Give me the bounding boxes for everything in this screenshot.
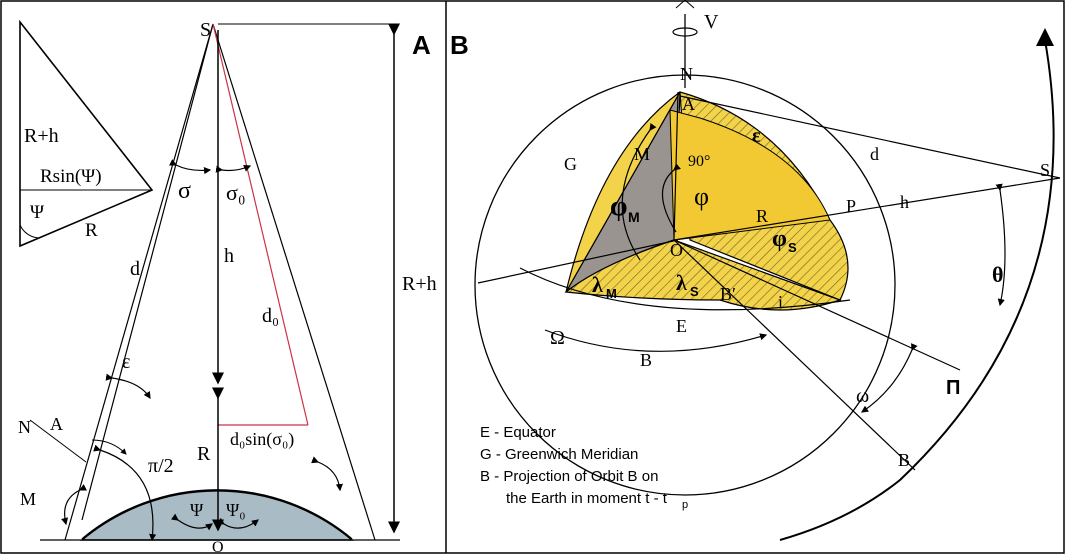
- inset-triangle: R+h Rsin(Ψ) Ψ R: [19, 19, 154, 248]
- label-lambdaS: λ: [676, 270, 687, 295]
- label-pi2: π/2: [148, 455, 174, 477]
- label-phiS: φ: [772, 226, 787, 252]
- label-lambdaS-sub: S: [690, 284, 699, 299]
- label-theta: θ: [992, 262, 1003, 287]
- legend-item-greenwich: G - Greenwich Meridian: [480, 446, 638, 463]
- inset-hyp-label: R+h: [24, 125, 59, 147]
- label-A: A: [682, 94, 695, 114]
- label-R-plus-h: R+h: [402, 273, 437, 295]
- equator-band: [564, 239, 842, 311]
- label-O: O: [670, 240, 683, 260]
- label-psi: Ψ: [190, 500, 204, 520]
- label-d: d: [870, 144, 879, 164]
- legend-item-moment-sub: p: [682, 499, 688, 511]
- label-B2: B: [898, 450, 910, 470]
- label-epsilon: ε: [752, 125, 761, 147]
- label-N: N: [680, 64, 693, 84]
- orbit-arc: [779, 39, 1055, 541]
- label-phiS-sub: S: [788, 240, 797, 255]
- label-omega: ω: [856, 385, 869, 407]
- legend-item-moment: the Earth in moment t - t: [506, 490, 668, 507]
- label-sigma0: σ₀: [226, 180, 246, 205]
- label-d0sin: d₀sin(σ₀): [230, 429, 294, 450]
- panel-a-label: A: [412, 30, 431, 60]
- label-lambdaM-sub: M: [606, 286, 617, 301]
- inset-side-label: R: [85, 220, 98, 241]
- label-phiM: φ: [610, 191, 627, 222]
- label-phi: φ: [694, 182, 709, 211]
- line-d: [679, 95, 1061, 179]
- yellow-center: [669, 109, 831, 241]
- label-Bprime: B′: [720, 284, 736, 304]
- legend-item-equator: E - Equator: [480, 424, 556, 441]
- line-d0: [212, 23, 309, 426]
- label-N: N: [18, 417, 31, 437]
- label-M: M: [20, 489, 36, 509]
- label-B: B: [640, 350, 652, 370]
- label-d: d: [130, 258, 140, 280]
- line-d: [64, 23, 214, 541]
- label-S: S: [1040, 160, 1050, 180]
- label-epsilon: ε: [122, 351, 130, 373]
- label-i: i: [778, 292, 783, 312]
- label-d0: d₀: [262, 305, 279, 327]
- line-tangent: [81, 23, 214, 521]
- line-right: [212, 23, 376, 541]
- label-sigma: σ: [178, 178, 191, 204]
- legend: E - Equator G - Greenwich Meridian B - P…: [480, 424, 688, 511]
- label-R: R: [756, 206, 768, 226]
- earth-cap: [79, 490, 355, 541]
- label-A: A: [50, 414, 63, 434]
- label-phiM-sub: M: [628, 209, 640, 225]
- label-V: V: [704, 11, 719, 33]
- legend-item-projection: B - Projection of Orbit B on: [480, 468, 658, 485]
- label-Omega: Ω: [550, 327, 565, 349]
- label-R: R: [197, 443, 211, 465]
- label-90deg: 90°: [688, 153, 710, 170]
- label-h: h: [224, 245, 234, 267]
- label-psi0: Ψ₀: [226, 500, 246, 520]
- label-Pi: Π: [946, 377, 960, 399]
- label-lambdaM: λ: [592, 272, 603, 297]
- panel-b-label: B: [450, 30, 469, 60]
- inset-angle-label: Ψ: [30, 202, 44, 223]
- line-B: [673, 239, 916, 471]
- label-G: G: [564, 154, 577, 174]
- label-M: M: [634, 144, 650, 164]
- label-E: E: [676, 316, 687, 336]
- label-h: h: [900, 192, 909, 212]
- panel-a: R+h Rsin(Ψ) Ψ R: [18, 19, 437, 554]
- label-S: S: [200, 19, 211, 41]
- inset-opp-label: Rsin(Ψ): [40, 166, 102, 187]
- panel-b: B: [450, 0, 1061, 541]
- label-O: O: [212, 539, 224, 554]
- label-P: P: [846, 196, 856, 216]
